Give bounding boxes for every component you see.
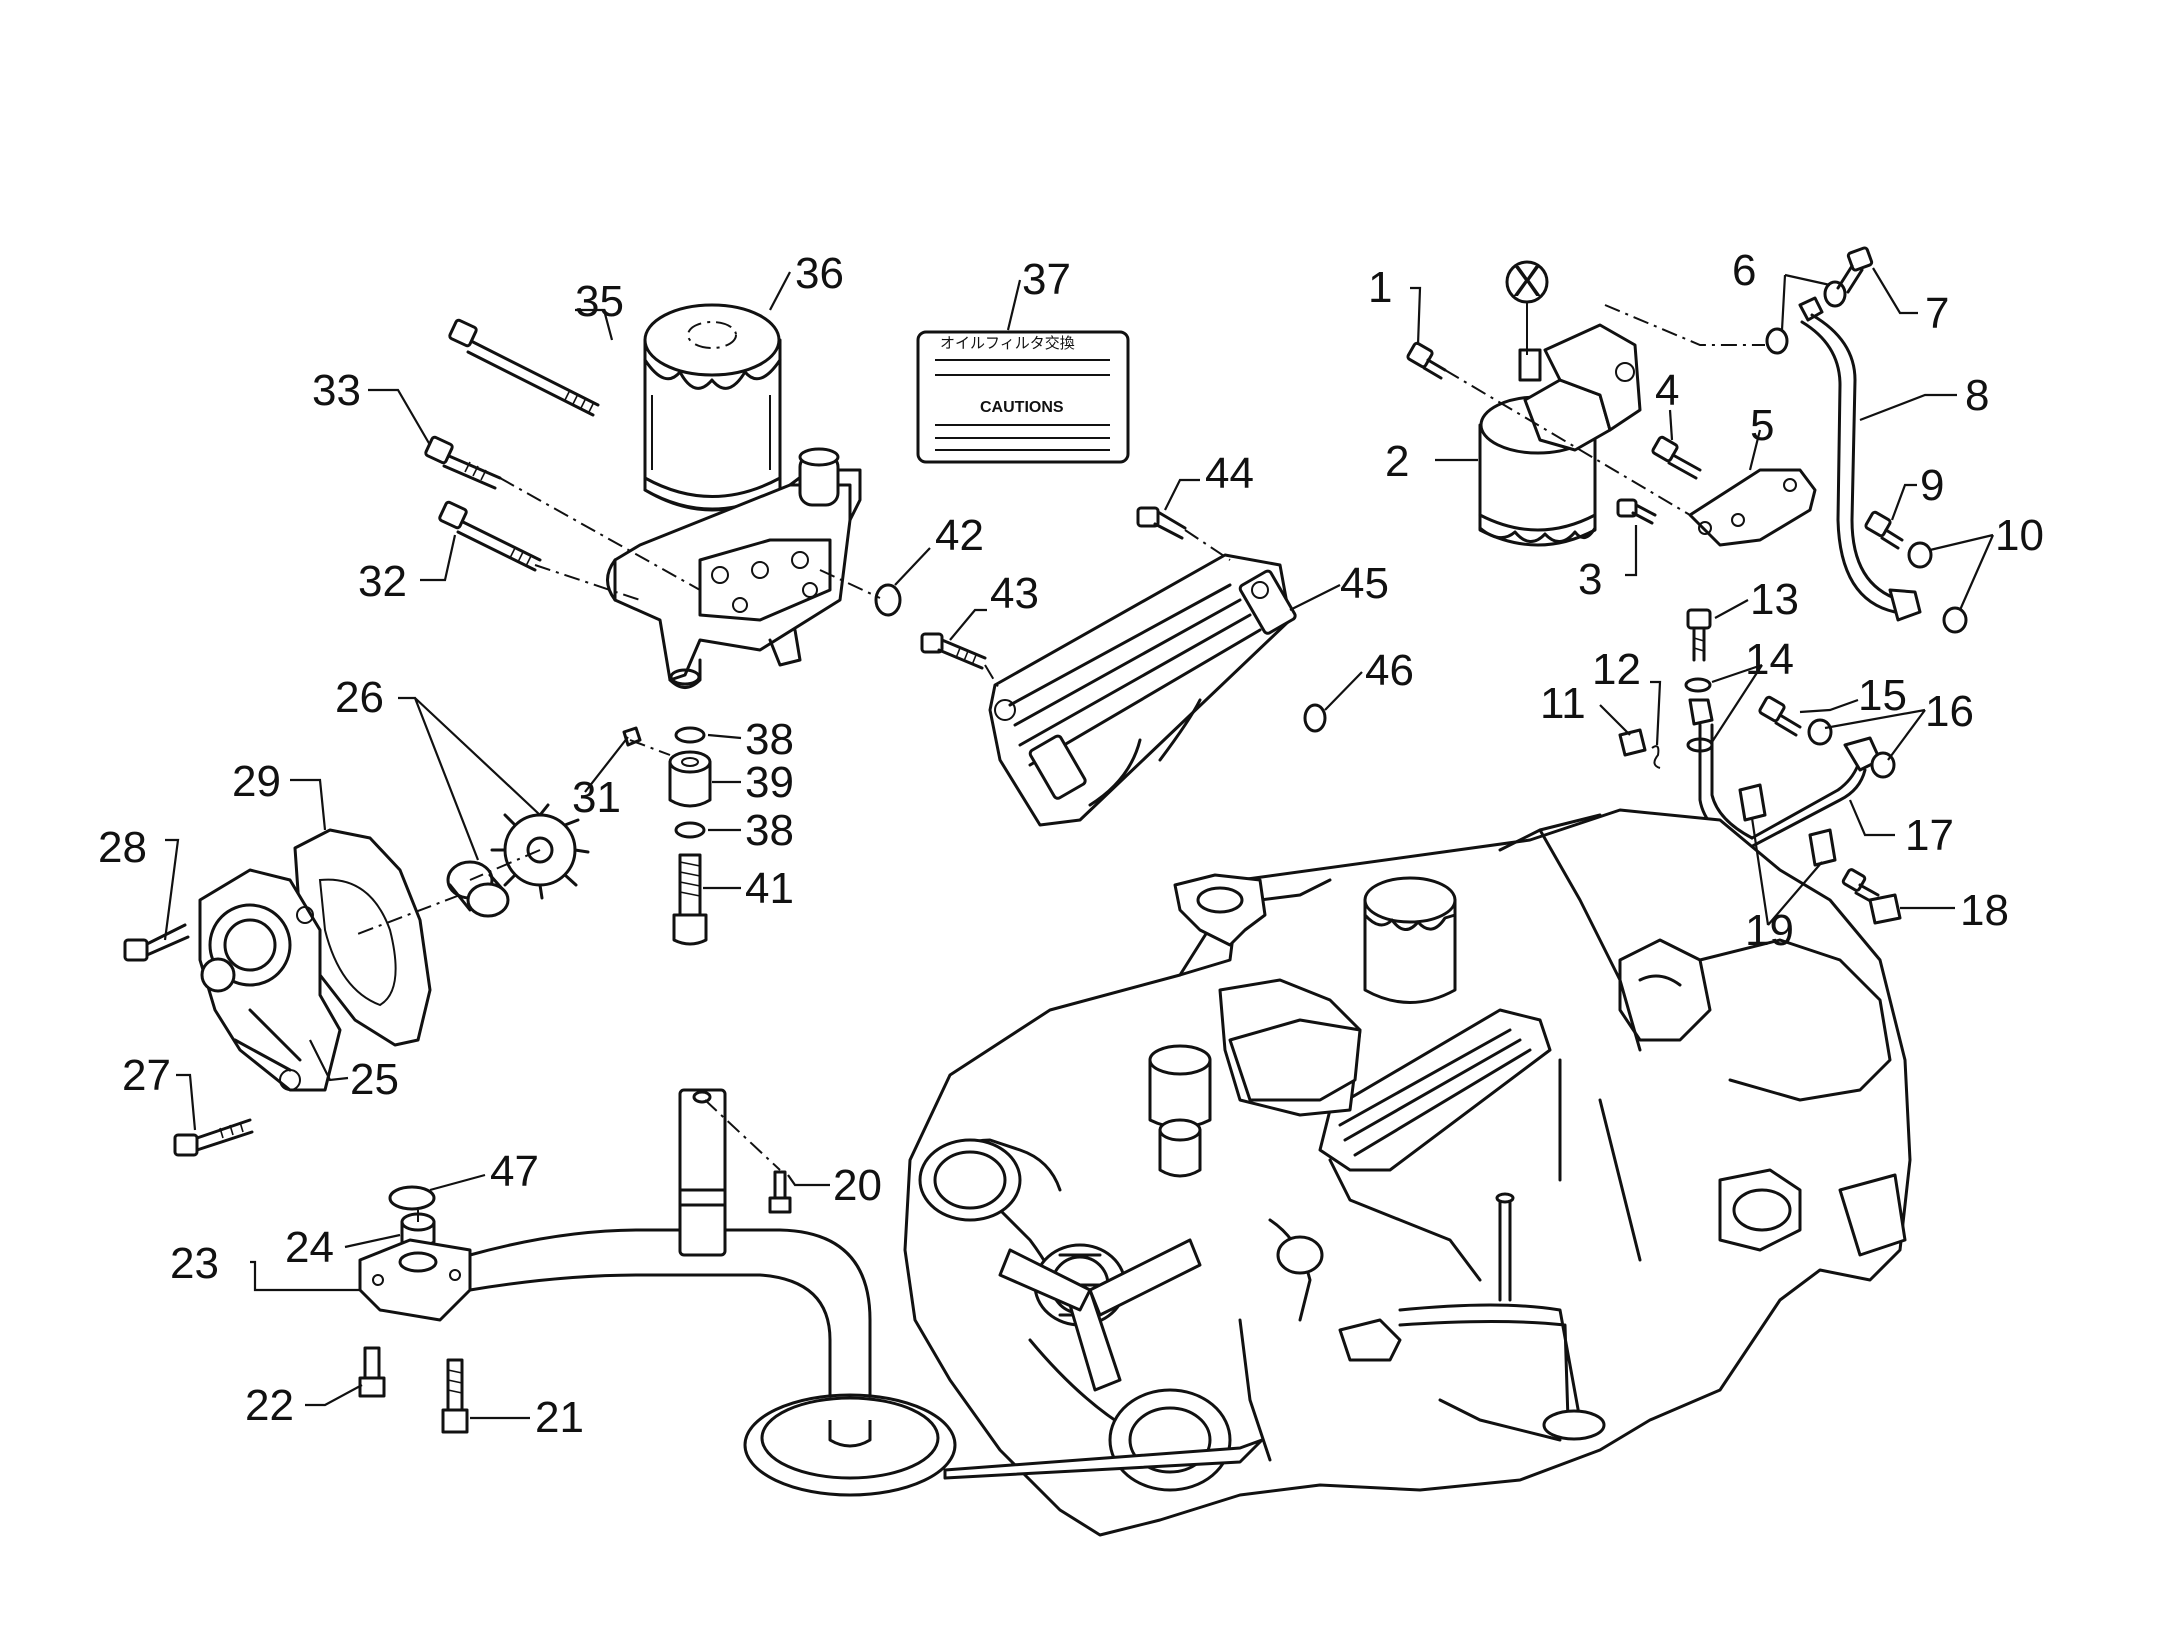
callout-29: 29 bbox=[232, 757, 281, 806]
washer-38-top bbox=[674, 726, 706, 744]
callout-13: 13 bbox=[1750, 575, 1799, 624]
callout-25: 25 bbox=[350, 1055, 399, 1104]
callout-23: 23 bbox=[170, 1239, 219, 1288]
bushing-26 bbox=[446, 860, 510, 918]
callout-10: 10 bbox=[1995, 511, 2044, 560]
callout-43: 43 bbox=[990, 569, 1039, 618]
callout-20: 20 bbox=[833, 1161, 882, 1210]
callout-4: 4 bbox=[1655, 366, 1679, 415]
callout-18: 18 bbox=[1960, 886, 2009, 935]
bolt-43 bbox=[920, 632, 987, 670]
o-ring-47 bbox=[388, 1185, 436, 1211]
callout-17: 17 bbox=[1905, 811, 1954, 860]
callout-45: 45 bbox=[1340, 559, 1389, 608]
oil-cooler-assembly bbox=[920, 506, 1327, 827]
bolt-1 bbox=[1406, 341, 1447, 380]
bolt-13 bbox=[1686, 608, 1712, 662]
callout-44: 44 bbox=[1205, 449, 1254, 498]
callout-47: 47 bbox=[490, 1147, 539, 1196]
clamp-19-a bbox=[1738, 783, 1767, 822]
washer-38-bottom bbox=[674, 821, 706, 839]
sleeve-39 bbox=[668, 750, 712, 808]
callout-31: 31 bbox=[572, 773, 621, 822]
callout-38-bottom: 38 bbox=[745, 806, 794, 855]
oil-pipe-8-assembly bbox=[1765, 246, 1968, 634]
clamp-19-b bbox=[1808, 828, 1837, 867]
engine-assembly-view bbox=[903, 808, 1912, 1537]
leader-lines bbox=[163, 267, 1995, 1420]
o-ring-46 bbox=[1303, 703, 1327, 733]
callout-27: 27 bbox=[122, 1051, 171, 1100]
callout-numbers: 1 2 3 4 5 6 7 8 9 10 11 12 13 14 15 16 1… bbox=[98, 246, 2044, 1442]
bolt-21 bbox=[441, 1358, 469, 1434]
bolt-27 bbox=[173, 1118, 254, 1157]
strainer-flange-23 bbox=[358, 1238, 472, 1322]
oil-filter-assembly bbox=[424, 303, 902, 689]
callout-5: 5 bbox=[1750, 401, 1774, 450]
callout-32: 32 bbox=[358, 557, 407, 606]
bolt-3 bbox=[1616, 498, 1657, 525]
pin-31 bbox=[622, 726, 642, 747]
bolt-9 bbox=[1864, 510, 1904, 550]
bolt-18 bbox=[1841, 868, 1902, 925]
oil-pump-assembly bbox=[123, 726, 712, 1157]
callout-21: 21 bbox=[535, 1393, 584, 1442]
callout-15: 15 bbox=[1858, 671, 1907, 720]
caution-label-text: CAUTIONS bbox=[980, 399, 1064, 416]
oil-filter-cartridge bbox=[643, 303, 782, 512]
bolt-28 bbox=[123, 923, 190, 962]
callout-12: 12 bbox=[1592, 645, 1641, 694]
oil-filter-head bbox=[606, 447, 862, 689]
callout-22: 22 bbox=[245, 1381, 294, 1430]
callout-33: 33 bbox=[312, 366, 361, 415]
callout-8: 8 bbox=[1965, 371, 1989, 420]
secondary-filter-assembly: X bbox=[1406, 257, 1817, 547]
callout-26: 26 bbox=[335, 673, 384, 722]
callout-39: 39 bbox=[745, 758, 794, 807]
bolt-7 bbox=[1836, 246, 1874, 294]
callout-1: 1 bbox=[1368, 263, 1392, 312]
o-ring-42 bbox=[874, 583, 902, 617]
callout-7: 7 bbox=[1925, 289, 1949, 338]
bracket-5 bbox=[1688, 468, 1817, 547]
pickup-location-arrow bbox=[943, 1438, 1264, 1480]
clip-12 bbox=[1651, 745, 1661, 769]
reference-mark-x-top-text: X bbox=[1512, 257, 1541, 306]
callout-3: 3 bbox=[1578, 555, 1602, 604]
bolt-22 bbox=[358, 1346, 386, 1398]
bolt-33 bbox=[424, 435, 502, 490]
callout-35: 35 bbox=[575, 277, 624, 326]
callout-11: 11 bbox=[1540, 679, 1586, 728]
callout-37: 37 bbox=[1022, 255, 1071, 304]
callout-42: 42 bbox=[935, 511, 984, 560]
long-bolt-35 bbox=[448, 318, 600, 417]
callout-36: 36 bbox=[795, 249, 844, 298]
bolt-4 bbox=[1651, 435, 1702, 480]
callout-46: 46 bbox=[1365, 646, 1414, 695]
callout-9: 9 bbox=[1920, 461, 1944, 510]
nut-11 bbox=[1618, 728, 1647, 757]
caution-label: オイルフィルタ交換 CAUTIONS bbox=[916, 330, 1130, 464]
callout-16: 16 bbox=[1925, 687, 1974, 736]
callout-24: 24 bbox=[285, 1223, 334, 1272]
callout-41: 41 bbox=[745, 864, 794, 913]
long-bolt-32 bbox=[438, 500, 542, 572]
caution-label-heading: オイルフィルタ交換 bbox=[940, 334, 1075, 352]
bolt-44 bbox=[1136, 506, 1187, 540]
callout-6: 6 bbox=[1732, 246, 1756, 295]
bolt-20 bbox=[768, 1170, 792, 1214]
callout-38-top: 38 bbox=[745, 715, 794, 764]
callout-28: 28 bbox=[98, 823, 147, 872]
callout-14: 14 bbox=[1745, 635, 1794, 684]
callout-2: 2 bbox=[1385, 437, 1409, 486]
callout-19: 19 bbox=[1745, 906, 1794, 955]
bolt-15 bbox=[1758, 695, 1802, 737]
bolt-41 bbox=[672, 853, 708, 946]
oil-strainer-assembly bbox=[358, 1088, 957, 1497]
